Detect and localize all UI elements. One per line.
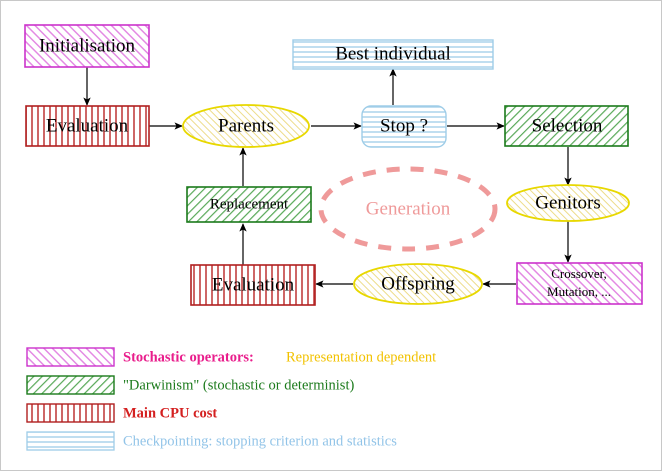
edges-group <box>83 67 572 288</box>
legend-item-checkpointing: Checkpointing: stopping criterion and st… <box>26 431 397 451</box>
replacement-label: Replacement <box>210 196 289 212</box>
selection-label: Selection <box>532 115 603 136</box>
legend: Stochastic operators: Representation dep… <box>26 347 436 451</box>
replacement-box[interactable] <box>186 186 312 223</box>
evaluation-top-box[interactable] <box>25 105 150 147</box>
legend-item-cpu: Main CPU cost <box>26 403 217 423</box>
legend-swatch-green-diagonal <box>26 375 115 395</box>
node-crossover-mutation[interactable]: Crossover, Mutation, ... <box>516 262 643 305</box>
node-genitors[interactable]: Genitors <box>506 184 630 222</box>
node-evaluation-bottom[interactable]: Evaluation <box>190 264 316 306</box>
node-evaluation-top[interactable]: Evaluation <box>25 105 150 147</box>
node-replacement[interactable]: Replacement <box>186 186 312 223</box>
offspring-ellipse[interactable] <box>353 263 483 305</box>
parents-label: Parents <box>218 115 274 136</box>
legend-label-cpu: Main CPU cost <box>123 405 217 421</box>
generation-dashed-ellipse <box>318 166 498 252</box>
legend-label-stochastic: Stochastic operators: <box>123 349 254 365</box>
selection-box[interactable] <box>504 105 629 147</box>
legend-item-darwinism: "Darwinism" (stochastic or determinist) <box>26 375 354 395</box>
node-offspring[interactable]: Offspring <box>353 263 483 305</box>
best-individual-box[interactable] <box>292 39 494 70</box>
node-initialisation[interactable]: Initialisation <box>24 24 150 68</box>
legend-label-checkpointing: Checkpointing: stopping criterion and st… <box>123 433 397 449</box>
evaluation-bottom-box[interactable] <box>190 264 316 306</box>
legend-label-representation: Representation dependent <box>286 349 436 365</box>
evaluation-top-label: Evaluation <box>46 115 129 136</box>
stop-label: Stop ? <box>380 115 428 136</box>
best-individual-label: Best individual <box>335 43 451 64</box>
evaluation-bottom-label: Evaluation <box>212 274 295 295</box>
node-stop[interactable]: Stop ? <box>361 105 447 148</box>
node-selection[interactable]: Selection <box>504 105 629 147</box>
legend-label-darwinism: "Darwinism" (stochastic or determinist) <box>123 377 354 393</box>
legend-swatch-magenta-diagonal <box>26 347 115 367</box>
generation-label: Generation <box>366 198 451 219</box>
genitors-ellipse[interactable] <box>506 184 630 222</box>
crossover-label-line1: Crossover, <box>551 266 606 281</box>
initialisation-label: Initialisation <box>39 35 136 56</box>
crossover-box[interactable] <box>516 262 643 305</box>
legend-swatch-red-vertical <box>26 403 115 423</box>
genitors-label: Genitors <box>535 192 600 213</box>
legend-item-stochastic: Stochastic operators: Representation dep… <box>26 347 436 367</box>
offspring-label: Offspring <box>381 273 455 294</box>
node-best-individual[interactable]: Best individual <box>292 39 494 70</box>
legend-swatch-blue-horizontal <box>26 431 115 451</box>
crossover-label-line2: Mutation, ... <box>547 284 611 299</box>
stop-box[interactable] <box>361 105 447 148</box>
node-generation-loop: Generation <box>318 166 498 252</box>
parents-ellipse[interactable] <box>182 104 310 148</box>
initialisation-box[interactable] <box>24 24 150 68</box>
node-parents[interactable]: Parents <box>182 104 310 148</box>
